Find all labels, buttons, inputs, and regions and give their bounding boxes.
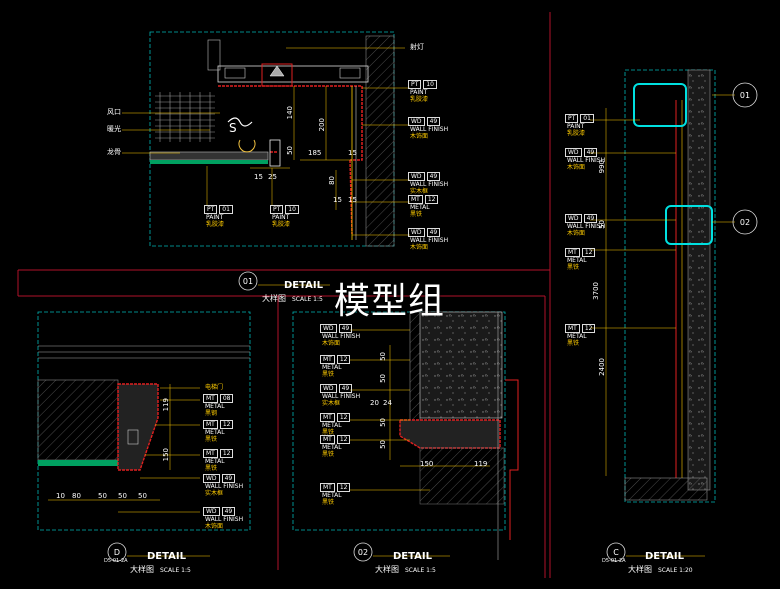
callout-bulb: 暖光 xyxy=(107,125,121,133)
dim-label: 150 xyxy=(162,448,170,462)
sheet-dividers xyxy=(17,12,551,578)
dim-label: 80 xyxy=(328,176,336,185)
dim-label: 50 xyxy=(286,146,294,155)
dim-label: 119 xyxy=(162,398,170,412)
detail-ref-marker: 02 xyxy=(739,218,751,227)
material-tag: 电梯门 xyxy=(205,384,224,391)
dim-label: 15 xyxy=(254,173,263,181)
detail-number: C xyxy=(613,548,619,557)
dim-label: 990 xyxy=(598,160,606,174)
detail-title: DETAIL xyxy=(147,551,187,562)
detail-number: 02 xyxy=(357,548,369,557)
dim-label: 50 xyxy=(379,374,387,383)
dim-label: 15 xyxy=(333,196,342,204)
dim-label: 50 xyxy=(138,492,147,500)
callout-lamp: 射灯 xyxy=(410,43,424,51)
detail-sheet-ref: D5-01-2A xyxy=(104,558,128,564)
dim-label: 50 xyxy=(379,418,387,427)
dim-label: 50 xyxy=(98,492,107,500)
dim-label: 185 xyxy=(308,149,322,157)
detail-title: DETAIL xyxy=(393,551,433,562)
dim-label: 50 xyxy=(379,352,387,361)
dim-label: 80 xyxy=(72,492,81,500)
detail-01: S xyxy=(122,31,410,247)
dim-label: 2400 xyxy=(598,358,606,376)
dim-label: 119 xyxy=(474,460,488,468)
detail-number: 01 xyxy=(242,277,254,286)
detail-ref-marker: 01 xyxy=(739,91,751,100)
watermark-text: 模型组 xyxy=(334,281,446,322)
callout-keel: 龙骨 xyxy=(107,148,121,156)
dim-label: 140 xyxy=(286,106,294,120)
detail-02 xyxy=(292,311,519,560)
dim-label: 15 xyxy=(348,196,357,204)
dim-label: 10 xyxy=(56,492,65,500)
title-circles xyxy=(107,271,626,562)
dim-label: 20 xyxy=(370,399,379,407)
dim-label: 24 xyxy=(383,399,392,407)
dim-label: 3700 xyxy=(592,282,600,300)
callout-vent: 风口 xyxy=(107,108,121,116)
detail-sheet-ref: D5-01-2A xyxy=(602,558,626,564)
dim-label: 150 xyxy=(420,460,434,468)
dim-label: 200 xyxy=(318,118,326,132)
detail-d xyxy=(37,311,251,531)
dim-label: 50 xyxy=(598,220,606,229)
detail-c xyxy=(590,69,758,503)
svg-text:S: S xyxy=(229,121,237,135)
dim-label: 50 xyxy=(379,440,387,449)
dim-label: 50 xyxy=(118,492,127,500)
dim-label: 25 xyxy=(268,173,277,181)
title-underlines xyxy=(127,284,705,557)
detail-number: D xyxy=(113,548,121,557)
detail-title: DETAIL xyxy=(645,551,685,562)
dim-label: 15 xyxy=(348,149,357,157)
detail-title: DETAIL xyxy=(284,280,324,291)
